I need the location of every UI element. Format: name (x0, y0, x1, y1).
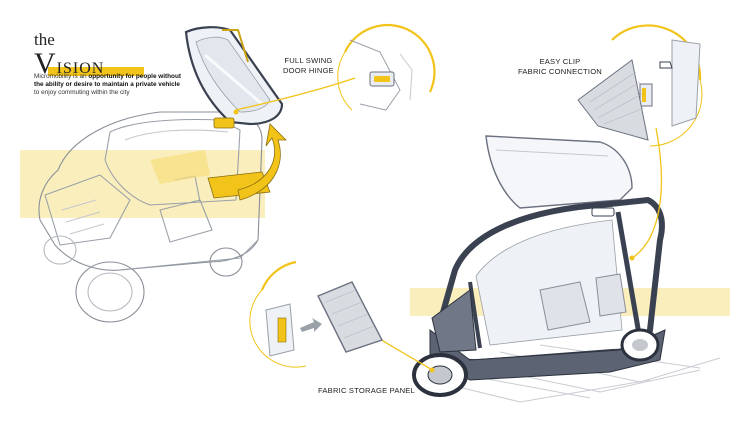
title-large-rest: ISION (56, 60, 105, 77)
label-door-hinge-line2: DOOR HINGE (283, 66, 334, 75)
label-fabric-connection-line1: EASY CLIP (539, 57, 581, 66)
right-vehicle-sketch (412, 135, 666, 397)
title-large-wrap: VISION (22, 47, 182, 80)
title-block: the VISION (22, 30, 182, 80)
swing-arrow (237, 123, 287, 201)
fabric-panel-texture (589, 71, 645, 125)
intro-part-2: to enjoy commuting within the city (34, 89, 130, 97)
title-large: VISION (34, 47, 104, 81)
intro-bold-1: opportunity for people without the abili… (34, 73, 181, 89)
label-fabric-storage-panel: FABRIC STORAGE PANEL (318, 386, 415, 395)
storage-detail-circle (249, 260, 322, 368)
title-small: the (34, 30, 55, 49)
title-large-initial: V (34, 47, 57, 80)
clip-detail-circle (611, 24, 703, 147)
hinge-detail-circle (337, 23, 436, 111)
label-door-hinge-line1: FULL SWING (284, 56, 333, 65)
fabric-storage-panel-graphic (317, 281, 383, 353)
open-door-left (184, 26, 284, 129)
hinge-callout-dot (233, 109, 239, 115)
label-door-hinge: FULL SWING DOOR HINGE (283, 56, 334, 76)
left-seat-accent (150, 150, 210, 184)
clip-callout-dot (629, 255, 635, 261)
fabric-panel-clip (577, 59, 649, 141)
storage-callout-dot (429, 367, 435, 373)
label-fabric-connection: EASY CLIP FABRIC CONNECTION (518, 57, 602, 77)
label-fabric-connection-line2: FABRIC CONNECTION (518, 67, 602, 76)
intro-part-1: Micromobility is an (34, 73, 89, 80)
title-accent-bar (48, 67, 144, 76)
intro-paragraph: Micromobility is an opportunity for peop… (34, 73, 184, 98)
left-vehicle-sketch (38, 111, 263, 323)
